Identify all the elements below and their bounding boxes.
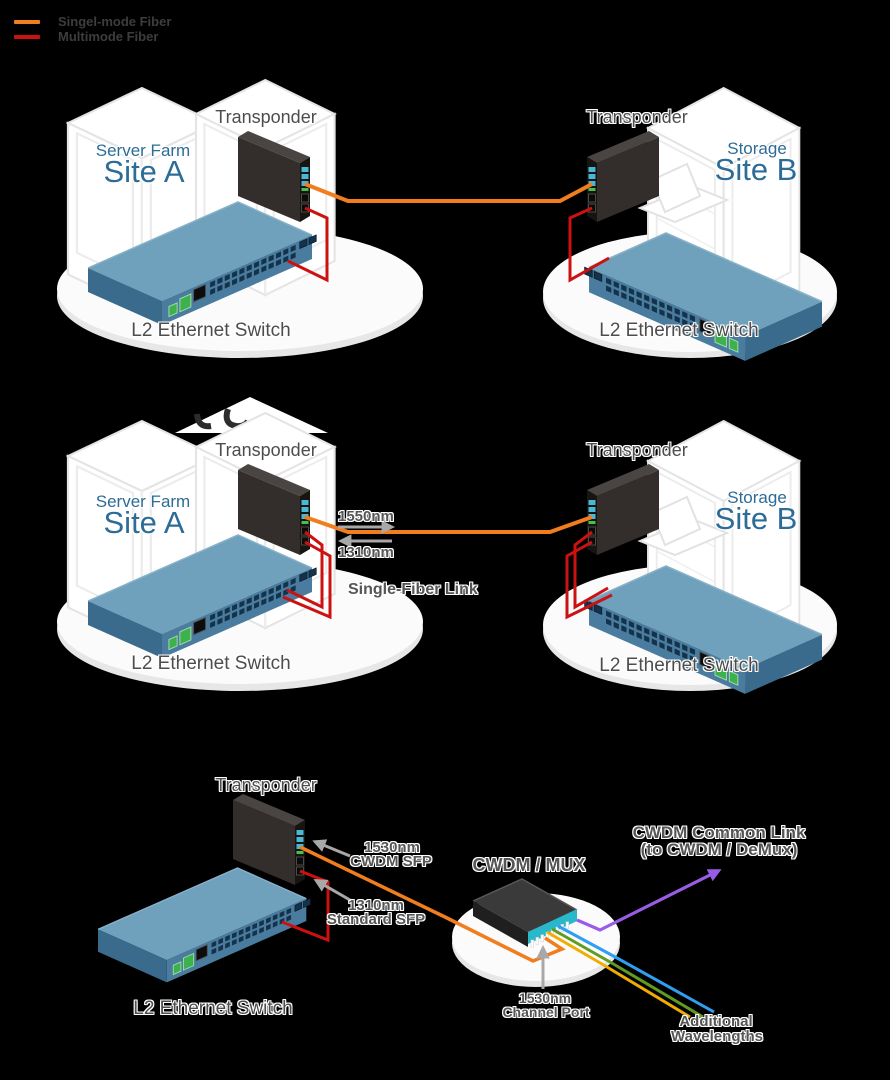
switch-label: L2 Ethernet Switch <box>599 655 759 676</box>
switch-label: L2 Ethernet Switch <box>599 320 759 341</box>
legend-item-label: Singel-mode Fiber <box>58 14 172 29</box>
cwdm-sfp-label-line1: 1530nm <box>364 839 420 856</box>
switch-label: L2 Ethernet Switch <box>131 320 291 341</box>
switch-label: L2 Ethernet Switch <box>133 998 293 1019</box>
cwdm-sfp-label-line2: CWDM SFP <box>350 853 432 870</box>
cwdm-common-link-fiber <box>576 869 722 932</box>
site-b-facility-label: Storage <box>727 139 787 158</box>
standard-sfp-label-line1: 1310nm <box>348 897 404 914</box>
wavelength-fiber-green <box>551 927 704 1019</box>
multimode-patch-b2 <box>565 540 613 620</box>
wavelength-fiber-cyan <box>557 924 715 1014</box>
cwdm-sfp-fiber <box>299 845 566 963</box>
site-a-name-label: Site A <box>103 154 185 189</box>
transponder-label: Transponder <box>586 107 688 127</box>
transponder-label: Transponder <box>215 440 317 460</box>
single-mode-swatch <box>14 19 40 24</box>
legend-item-label: Multimode Fiber <box>58 29 159 44</box>
channel-port-label-line1: 1530nm <box>518 990 572 1006</box>
additional-wavelengths-label-line2: Wavelengths <box>671 1028 763 1045</box>
additional-wavelengths-label-line1: Additional <box>679 1013 753 1030</box>
cwdm-sfp-pointer-arrow <box>312 839 351 858</box>
cwdm-mux-icon <box>472 878 578 948</box>
wavelength-fiber-yellow <box>546 930 691 1019</box>
switch-label: L2 Ethernet Switch <box>131 653 291 674</box>
multimode-patch-site-b <box>568 206 610 283</box>
multimode-patch-a1 <box>286 530 324 610</box>
multimode-patch-b1 <box>573 530 609 610</box>
dual-fiber-site-a <box>57 78 423 358</box>
common-link-label-line1: CWDM Common Link <box>632 823 806 842</box>
multimode-patch-a2 <box>282 540 332 620</box>
single-fiber-link-cable <box>304 515 593 534</box>
mux-label: CWDM / MUX <box>472 855 586 875</box>
standard-sfp-label-line2: Standard SFP <box>326 911 426 928</box>
dual-fiber-site-b <box>543 87 837 362</box>
transponder-label: Transponder <box>215 107 317 127</box>
multimode-swatch <box>14 34 40 39</box>
site-b-name-label: Site B <box>714 152 798 187</box>
site-a-facility-label: Server Farm <box>95 492 191 511</box>
standard-sfp-patch <box>281 869 330 943</box>
standard-sfp-pointer-arrow <box>313 878 351 902</box>
multimode-patch-site-a <box>287 206 329 283</box>
common-link-label-line2: (to CWDM / DeMux) <box>640 840 798 859</box>
site-b-facility-label: Storage <box>727 488 787 507</box>
transponder-label: Transponder <box>215 775 317 795</box>
transponder-label: Transponder <box>586 440 688 460</box>
legend-item-multimode: Multimode Fiber <box>14 29 158 44</box>
site-b-name-label: Site B <box>714 501 798 536</box>
forward-wavelength-label: 1550nm <box>338 508 394 525</box>
single-mode-fiber-link <box>304 182 593 203</box>
site-a-name-label: Site A <box>103 505 185 540</box>
single-fiber-link-label: Single-Fiber Link <box>348 581 478 598</box>
legend-item-single-mode: Singel-mode Fiber <box>14 14 171 29</box>
cwdm-l2-switch-icon <box>97 867 311 984</box>
return-wavelength-label: 1310nm <box>338 544 394 561</box>
single-fiber-site-b <box>543 420 837 695</box>
site-a-facility-label: Server Farm <box>95 141 191 160</box>
channel-port-label-line2: Channel Port <box>502 1004 590 1020</box>
